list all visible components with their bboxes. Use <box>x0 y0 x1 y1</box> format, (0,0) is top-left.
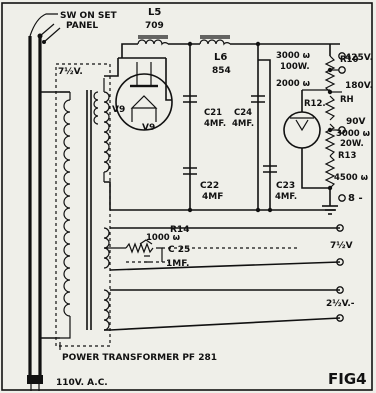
choke-l6 <box>199 35 231 46</box>
switch-symbol <box>42 27 61 44</box>
c21-value: 4MF. <box>204 119 226 129</box>
l6-name: L6 <box>214 52 227 63</box>
c24-value: 4MF. <box>232 119 254 129</box>
primary-winding <box>40 91 71 339</box>
heater-primary-label: 7½V. <box>58 66 83 77</box>
c22-value: 4MF <box>202 192 223 202</box>
l5-name: L5 <box>148 7 161 18</box>
r14-label: R14 <box>170 225 189 235</box>
transformer-label: POWER TRANSFORMER PF 281 <box>62 353 217 363</box>
c25-label: C 25 <box>168 245 190 255</box>
figure-label: FIG4 <box>328 370 367 388</box>
r12-label: R12. <box>304 99 326 109</box>
transformer-core <box>86 90 92 330</box>
secondary-winding-upper <box>103 78 110 182</box>
regulator-tube-v9 <box>283 89 330 189</box>
filament-7v-lines <box>109 227 341 271</box>
output-7v-label: 7½V <box>330 240 353 251</box>
l5-value: 709 <box>145 21 164 31</box>
r-20w-label: 20W. <box>340 139 364 149</box>
c25-value-label: 1MF. <box>166 259 189 269</box>
c21-name: C21 <box>204 108 222 118</box>
r-3000-20w-label: 3000 ω <box>336 129 371 139</box>
rh-label: RH <box>340 95 354 105</box>
filament-2v-lines <box>104 289 341 331</box>
v180-label: 180V. <box>345 81 373 91</box>
v425-label: 425V. <box>345 53 373 63</box>
r14-value-label: 1000 ω <box>146 233 181 243</box>
c22-name: C22 <box>200 181 219 191</box>
figure-frame <box>1 2 373 391</box>
v9-rectifier-right-label: V9 <box>142 123 155 133</box>
ground-symbol <box>322 200 338 215</box>
r13-label: R13 <box>338 151 356 161</box>
supply-label: 110V. A.C. <box>56 378 108 388</box>
filter-capacitors <box>183 41 277 210</box>
panel-label: PANEL <box>66 21 98 31</box>
choke-l5 <box>137 35 169 46</box>
r10-label: R10 <box>340 55 358 65</box>
terminal-pads <box>336 52 346 322</box>
l6-value: 854 <box>212 66 231 76</box>
c24-name: C24 <box>234 108 252 118</box>
mains-supply <box>27 13 58 391</box>
c23-value: 4MF. <box>275 192 297 202</box>
heater-winding-rect <box>93 91 99 125</box>
r-4500-label: 4500 ω <box>334 173 369 183</box>
output-2v-label: 2½V.- <box>326 298 355 309</box>
b-minus-label: 8 - <box>348 193 363 204</box>
v90-label: 90V <box>346 117 366 127</box>
r-3000-label: 3000 ω <box>276 51 311 61</box>
rectifier-tube-v9 <box>115 62 173 131</box>
ground-bus <box>104 181 336 213</box>
switch-label: SW ON SET <box>60 11 117 21</box>
r-2000-label: 2000 ω <box>276 79 311 89</box>
hum-balance-network <box>104 239 300 263</box>
r-100w-label: 100W. <box>280 62 310 72</box>
c23-name: C23 <box>276 181 295 191</box>
v9-rectifier-left-label: V9 <box>112 105 125 115</box>
secondary-winding-25 <box>103 289 110 331</box>
